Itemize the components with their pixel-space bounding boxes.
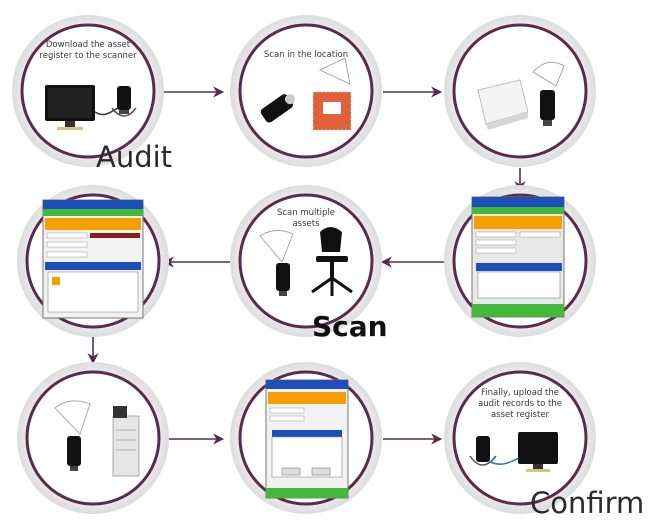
step-8-illustration	[265, 379, 349, 499]
monitor-icon	[518, 432, 558, 472]
scan-beam-icon	[532, 61, 565, 87]
device-screen-icon	[42, 199, 144, 319]
scan-beam-icon	[319, 57, 351, 85]
step-9-illustration	[469, 432, 558, 472]
step-1-illustration	[45, 85, 137, 130]
scanner-icon	[540, 90, 555, 126]
step-3-illustration	[477, 61, 565, 130]
step-1-caption: Download the asset register to the scann…	[39, 40, 137, 61]
step-2-ring	[230, 15, 382, 167]
device-screen-icon	[265, 379, 349, 499]
step-5-ring	[230, 185, 382, 337]
step-5-illustration	[259, 227, 353, 296]
step-2-illustration	[260, 57, 352, 131]
chair-icon	[311, 227, 353, 296]
stage-label-audit: Audit	[96, 140, 173, 174]
cradle-icon	[477, 79, 529, 130]
step-9-caption: Finally, upload the audit records to the…	[478, 388, 562, 420]
cable-icon	[94, 107, 119, 116]
step-7-ring	[17, 362, 169, 514]
stage-label-confirm: Confirm	[530, 486, 645, 520]
device-screen-icon	[471, 196, 565, 318]
scanner-icon	[67, 436, 81, 471]
scanner-icon	[260, 94, 295, 123]
monitor-icon	[45, 85, 95, 130]
step-7-illustration	[54, 400, 140, 477]
stage-label-scan: Scan	[312, 310, 388, 343]
location-tag-icon	[312, 91, 352, 131]
scan-beam-icon	[259, 230, 294, 263]
scanner-icon	[111, 86, 137, 117]
scan-beam-icon	[54, 400, 91, 435]
scanner-icon	[276, 263, 290, 296]
step-5-caption: Scan multiple assets	[276, 208, 336, 229]
step-4-illustration	[471, 196, 565, 318]
scanner-icon	[469, 436, 497, 466]
step-2-caption: Scan in the location	[263, 50, 349, 60]
step-6-illustration	[42, 199, 144, 319]
server-icon	[112, 406, 140, 477]
